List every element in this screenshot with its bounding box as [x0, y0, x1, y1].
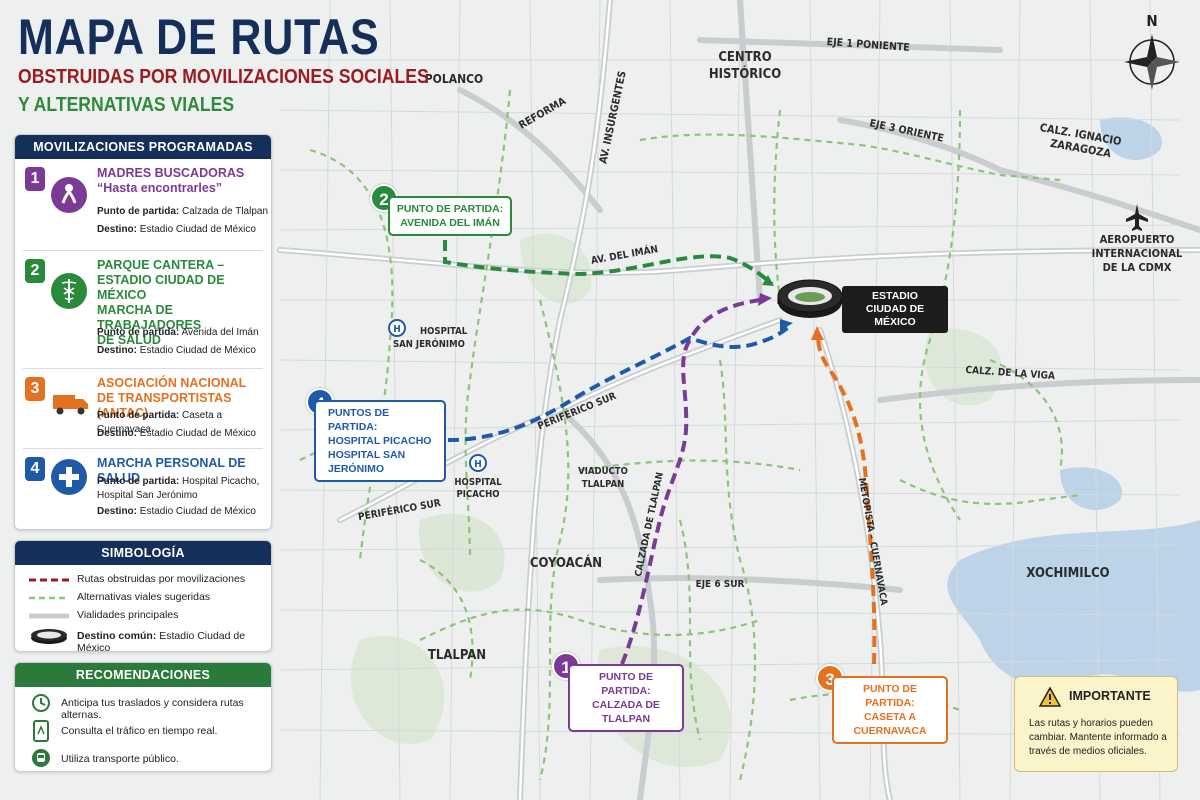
important-title: IMPORTANTE — [1069, 689, 1151, 703]
item-number-1: 1 — [25, 167, 45, 191]
item-origin-4: Punto de partida: Hospital Picacho,Hospi… — [97, 476, 260, 501]
caduceus-icon — [51, 273, 87, 309]
label-hospital-sj-2: SAN JERÓNIMO — [393, 338, 465, 350]
legend-row-vialidades: Vialidades principales — [29, 609, 179, 621]
item-origin-1: Punto de partida: Calzada de Tlalpan — [97, 206, 269, 217]
callout-route-2: PUNTO DE PARTIDA:AVENIDA DEL IMÁN — [388, 196, 512, 236]
item-title-4: MARCHA PERSONAL DE SALUD — [97, 456, 246, 485]
legend-row-destino: Destino común: Estadio Ciudad de México — [15, 625, 271, 651]
warning-icon — [1039, 687, 1061, 707]
item-number-2: 2 — [25, 259, 45, 283]
label-polanco: POLANCO — [425, 72, 483, 86]
item-dest-4: Destino: Estadio Ciudad de México — [97, 506, 256, 517]
page-title: MAPA DE RUTAS — [18, 9, 380, 65]
item-origin-3: Punto de partida: Caseta a Cuernavaca — [97, 410, 223, 435]
alternative-routes — [299, 89, 1081, 781]
hospital-marker-picacho: H — [469, 454, 487, 472]
movilizaciones-header: MOVILIZACIONES PROGRAMADAS — [15, 135, 271, 159]
item-number-3: 3 — [25, 377, 45, 401]
movilizacion-item-1: 1 MADRES BUSCADORAS“Hasta encontrarles” … — [15, 159, 271, 251]
label-centro-2: HISTÓRICO — [709, 66, 781, 82]
label-coyoacan: COYOACÁN — [530, 555, 602, 571]
movilizaciones-panel: MOVILIZACIONES PROGRAMADAS 1 MADRES BUSC… — [14, 134, 272, 530]
stadium-legend-icon — [31, 629, 67, 644]
label-hospital-sj-1: HOSPITAL — [420, 326, 468, 337]
label-xochimilco: XOCHIMILCO — [1026, 566, 1109, 581]
label-aeropuerto-1: AEROPUERTO — [1100, 233, 1175, 246]
svg-text:N: N — [1146, 12, 1157, 30]
label-centro-1: CENTRO — [718, 50, 771, 65]
water-areas — [947, 117, 1200, 692]
airplane-icon — [1126, 204, 1148, 231]
simbologia-header: SIMBOLOGÍA — [15, 541, 271, 565]
label-tlalpan: TLALPAN — [428, 648, 486, 663]
label-viaducto-1: VIADUCTO — [578, 466, 628, 477]
medical-cross-icon — [51, 459, 87, 495]
recomendaciones-panel: RECOMENDACIONES Anticipa tus traslados y… — [14, 662, 272, 772]
item-dest-1: Destino: Estadio Ciudad de México — [97, 224, 256, 235]
label-hospital-p-1: HOSPITAL — [454, 477, 502, 488]
hospital-marker-san-jeronimo: H — [388, 319, 406, 337]
clock-icon — [32, 694, 50, 712]
important-text: Las rutas y horarios pueden cambiar. Man… — [1029, 718, 1167, 757]
recomendaciones-header: RECOMENDACIONES — [15, 663, 271, 687]
movilizacion-item-4: 4 MARCHA PERSONAL DE SALUD Punto de part… — [15, 449, 271, 529]
important-box: IMPORTANTE Las rutas y horarios pueden c… — [1014, 676, 1178, 772]
item-number-4: 4 — [25, 457, 45, 481]
label-aeropuerto-3: DE LA CDMX — [1103, 261, 1172, 274]
compass-icon: N — [1124, 12, 1180, 90]
item-dest-2: Destino: Estadio Ciudad de México — [97, 345, 256, 356]
route-1-path — [620, 298, 761, 665]
ribbon-icon — [51, 177, 87, 213]
legend-row-obstruidas: Rutas obstruidas por movilizaciones — [29, 573, 246, 585]
route-3-path — [816, 335, 877, 665]
item-dest-3: Destino: Estadio Ciudad de México — [97, 428, 256, 439]
movilizacion-item-2: 2 PARQUE CANTERA –ESTADIO CIUDAD DE MÉXI… — [15, 251, 271, 369]
truck-icon — [51, 383, 88, 419]
label-viaducto-2: TLALPAN — [582, 479, 625, 490]
rec-row-3: Utiliza transporte público. — [15, 745, 271, 771]
label-eje6: EJE 6 SUR — [696, 579, 745, 590]
page-subtitle-1: OBSTRUIDAS POR MOVILIZACIONES SOCIALES — [18, 66, 429, 88]
label-eje1: EJE 1 PONIENTE — [826, 36, 910, 54]
svg-text:H: H — [393, 324, 401, 335]
label-aeropuerto-2: INTERNACIONAL — [1092, 247, 1183, 260]
rec-row-2: Consulta el tráfico en tiempo real. — [15, 717, 271, 745]
rec-row-1: Anticipa tus traslados y considera rutas… — [15, 689, 271, 721]
svg-text:H: H — [474, 459, 482, 470]
stadium-icon — [777, 279, 843, 318]
simbologia-panel: SIMBOLOGÍA Rutas obstruidas por moviliza… — [14, 540, 272, 652]
train-icon — [32, 749, 50, 767]
item-title-2: PARQUE CANTERA –ESTADIO CIUDAD DE MÉXICO… — [97, 258, 225, 347]
item-origin-2: Punto de partida: Avenida del Imán — [97, 327, 259, 338]
phone-map-icon — [33, 720, 49, 742]
callout-route-1: PUNTO DE PARTIDA:CALZADA DE TLALPAN — [568, 664, 684, 732]
callout-route-3: PUNTO DE PARTIDA:CASETA A CUERNAVACA — [832, 676, 948, 744]
legend-row-alternativas: Alternativas viales sugeridas — [29, 591, 211, 603]
route-4-path — [447, 324, 792, 442]
route-2-path — [443, 240, 774, 286]
label-hospital-p-2: PICACHO — [456, 489, 499, 500]
page-subtitle-2: Y ALTERNATIVAS VIALES — [18, 94, 235, 116]
item-title-1: MADRES BUSCADORAS“Hasta encontrarles” — [97, 166, 245, 195]
